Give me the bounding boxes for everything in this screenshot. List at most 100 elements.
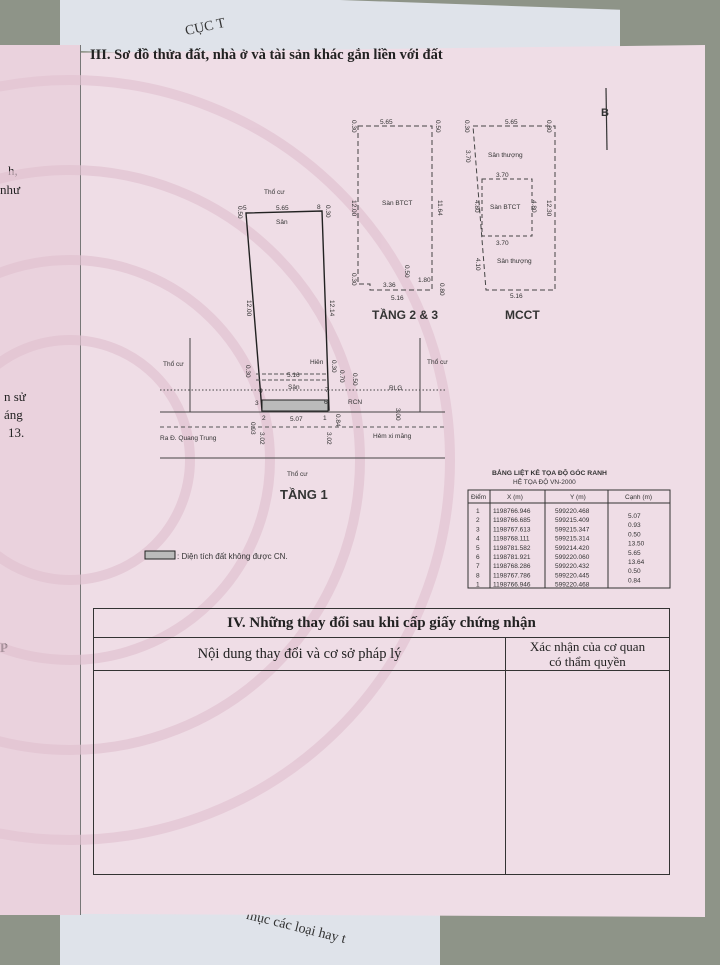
svg-text:5.16: 5.16 (391, 295, 404, 302)
svg-text:Y (m): Y (m) (570, 494, 586, 501)
mcct-plan: 5.65 Sân thượng 3.70 Sàn BTCT 3.70 Sân t… (463, 119, 556, 322)
coord-cell: 1198781.921 (493, 554, 531, 561)
floor23-plan: 5.65 Sàn BTCT 12.00 11.64 3.36 1.80 5.16… (350, 119, 445, 322)
coord-cell: 599220.060 (555, 554, 590, 561)
svg-text:3.36: 3.36 (383, 282, 396, 289)
front-width: 5.16 (287, 372, 300, 379)
left-fragment: n sử (4, 389, 26, 404)
svg-text:12.30: 12.30 (545, 200, 552, 217)
offset: 0.50 (236, 206, 243, 219)
svg-text:Điểm: Điểm (471, 493, 486, 501)
coord-cell: 4 (476, 536, 480, 543)
svg-text:Cạnh (m): Cạnh (m) (625, 494, 652, 501)
offset: 0.30 (330, 360, 337, 373)
edge-length: 0.84 (628, 577, 641, 584)
alley-label: Hẻm xi măng (373, 433, 412, 440)
legend-text: : Diện tích đất không được CN. (177, 552, 288, 561)
edge-length: 0.50 (628, 531, 641, 538)
coord-cell: 1198766.946 (493, 508, 531, 515)
coord-cell: 1198767.613 (493, 526, 531, 533)
left-fragment: 13. (8, 425, 25, 440)
coord-cell: 599220.432 (555, 563, 590, 570)
neighbor-top: Thổ cư (264, 188, 285, 196)
neighbor-left: Thổ cư (163, 360, 184, 368)
svg-text:5.65: 5.65 (380, 119, 393, 126)
point-1: 1 (323, 415, 327, 422)
svg-text:11.64: 11.64 (436, 200, 443, 216)
offset: 0.93 (249, 422, 256, 435)
point-4: 4 (259, 388, 263, 395)
alley-width: 3.00 (394, 408, 401, 421)
left-fragment: như (0, 182, 21, 197)
offset: 0.30 (324, 205, 331, 218)
coord-cell: 1198768.111 (493, 536, 530, 543)
coord-cell: 1198781.582 (493, 545, 531, 552)
floor23-title: TẦNG 2 & 3 (372, 307, 438, 322)
changes-table: IV. Những thay đổi sau khi cấp giấy chứn… (93, 608, 670, 875)
edge-length: 0.93 (628, 522, 641, 529)
certificate-page (0, 45, 705, 917)
svg-text:4.10: 4.10 (474, 258, 481, 271)
svg-text:0.80: 0.80 (545, 120, 552, 133)
svg-text:X (m): X (m) (507, 494, 523, 501)
bottom-width: 5.07 (290, 416, 303, 423)
svg-text:Sân thượng: Sân thượng (488, 152, 523, 159)
floor1-title: TẦNG 1 (280, 487, 328, 502)
edge-length: 5.65 (628, 550, 641, 557)
mcct-title: MCCT (505, 308, 540, 322)
coord-cell: 6 (476, 554, 480, 561)
point-5: 5 (243, 205, 247, 212)
north-label: B (601, 107, 609, 119)
neighbor-right: Thổ cư (427, 358, 448, 366)
svg-text:0.30: 0.30 (350, 120, 357, 133)
coord-cell: 599215.347 (555, 526, 590, 533)
svg-text:0.30: 0.30 (463, 120, 470, 133)
legend-hatch-swatch (144, 550, 176, 560)
svg-text:Sàn BTCT: Sàn BTCT (382, 200, 412, 207)
offset: 3.02 (258, 432, 265, 445)
col-confirmation-line2: có thẩm quyền (549, 654, 626, 669)
edge-length: 13.50 (628, 541, 645, 548)
coord-cell: 2 (476, 517, 480, 524)
coord-table-title: BẢNG LIỆT KÊ TỌA ĐỘ GÓC RANH (492, 468, 607, 477)
hien-label: Hiên (310, 359, 324, 366)
svg-text:1.80: 1.80 (418, 277, 431, 284)
svg-text:0.50: 0.50 (434, 120, 441, 133)
coord-cell: 599215.409 (555, 517, 590, 524)
drum-watermark (0, 75, 455, 845)
svg-text:Sân thượng: Sân thượng (497, 258, 532, 265)
point-3: 3 (255, 400, 259, 407)
svg-text:3.70: 3.70 (464, 150, 471, 163)
svg-text:0.80: 0.80 (438, 283, 445, 296)
col-changes-header: Nội dung thay đổi và cơ sở pháp lý (94, 638, 506, 670)
right-length: 12.14 (328, 300, 335, 317)
coord-table-subtitle: HỆ TỌA ĐỘ VN-2000 (513, 477, 576, 486)
coord-cell: 599220.468 (555, 508, 590, 515)
front-san: Sân (288, 384, 300, 391)
coord-cell: 3 (476, 526, 480, 533)
svg-text:Sàn BTCT: Sàn BTCT (490, 204, 520, 211)
north-arrow-icon (605, 87, 608, 151)
edge-length: 0.50 (628, 568, 641, 575)
point-2: 2 (262, 415, 266, 422)
coord-cell: 1198766.685 (493, 517, 531, 524)
top-width: 5.65 (276, 205, 289, 212)
left-length: 12.00 (245, 300, 252, 317)
edge-length: 5.07 (628, 513, 641, 520)
section4-title: IV. Những thay đổi sau khi cấp giấy chứn… (94, 609, 669, 638)
section3-title: III. Sơ đồ thửa đất, nhà ở và tài sản kh… (90, 47, 443, 63)
svg-text:12.00: 12.00 (350, 200, 357, 217)
offset: 0.30 (244, 365, 251, 378)
left-page (0, 45, 81, 915)
floor1-plan: Thổ cư Thổ cư Thổ cư Thổ cư 5.65 Sân 12.… (160, 188, 448, 502)
left-fragment: áng (4, 407, 23, 422)
coord-cell: 599220.445 (555, 572, 590, 579)
coordinate-table: BẢNG LIỆT KÊ TỌA ĐỘ GÓC RANH HỆ TỌA ĐỘ V… (467, 468, 671, 589)
svg-text:3.70: 3.70 (496, 240, 509, 247)
neighbor-bottom: Thổ cư (287, 470, 308, 478)
svg-text:0.30: 0.30 (350, 273, 357, 286)
svg-text:5.65: 5.65 (505, 119, 518, 126)
confirmation-column (505, 670, 506, 874)
coord-cell: 1198768.286 (493, 563, 531, 570)
